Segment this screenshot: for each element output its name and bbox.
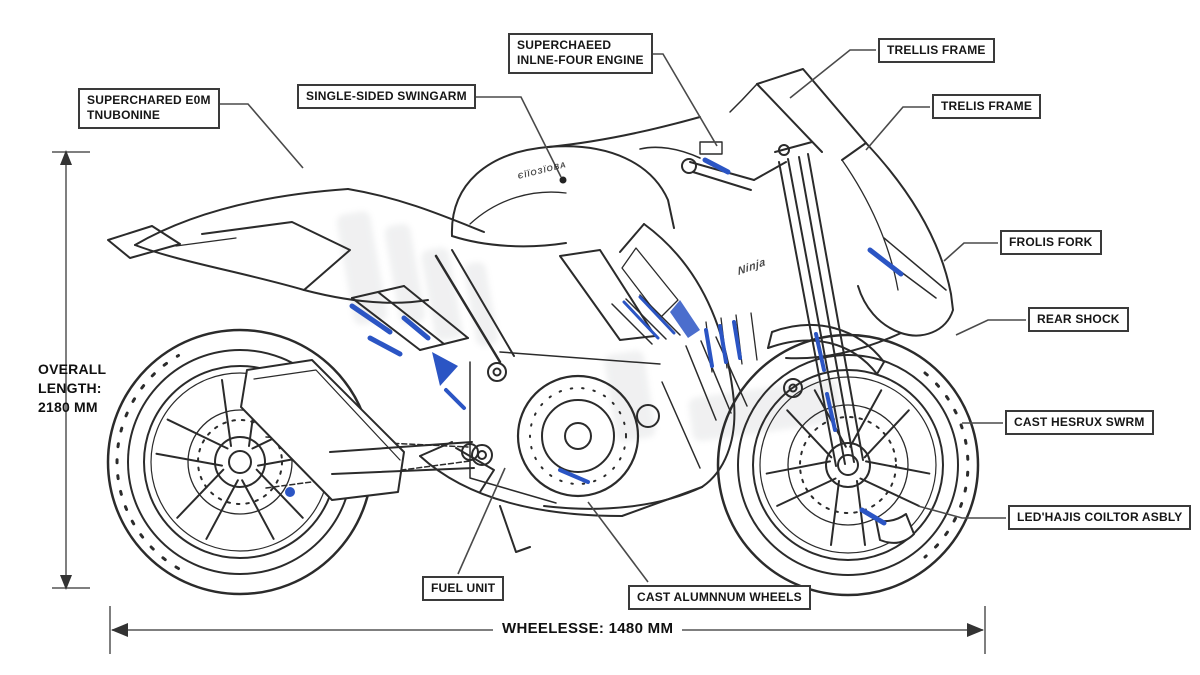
front-cowl [785, 142, 954, 360]
callout-trellis-frame-top: TRELLIS FRAME [878, 38, 995, 64]
leader-lines [203, 49, 1026, 583]
side-stand [455, 447, 531, 553]
dimension-lines [52, 150, 986, 654]
callout-fuel-unit: FUEL UNIT [422, 576, 505, 602]
tail-bodywork [107, 188, 485, 304]
windscreen [729, 68, 867, 161]
engine [469, 294, 758, 504]
rear-wheel [106, 328, 471, 596]
callout-line: SUPERCHARED E0M [87, 93, 211, 107]
dimension-text-line: LENGTH: [38, 379, 102, 396]
callout-line: TNUBONINE [87, 108, 161, 123]
callout-cast-swingarm: CAST HESRUX SWRM [1005, 410, 1154, 436]
callout-supercharger-left: SUPERCHARED E0M TNUBONINE [78, 88, 220, 129]
front-fork [767, 141, 885, 467]
wheelbase-dimension: WHEELESSE: 1480 MM [493, 620, 683, 637]
frame-trellis [351, 249, 803, 398]
callout-single-sided-swingarm: SINGLE-SIDED SWINGARM [297, 84, 476, 110]
callout-front-fork: FROLIS FORK [1000, 230, 1102, 256]
blue-accents [285, 157, 904, 526]
overall-length-dimension: OVERALL LENGTH: 2180 MM [38, 360, 106, 417]
callout-cast-wheels: CAST ALUMNNUM WHEELS [628, 585, 811, 611]
side-fairing [543, 223, 748, 510]
dimension-text-line: OVERALL [38, 361, 107, 377]
callout-line: SUPERCHAEED [517, 38, 612, 52]
callout-headlight-assembly: LED'HAJIS COILTOR ASBLY [1008, 505, 1192, 531]
fuel-tank [450, 116, 701, 248]
callout-line: INLNE-FOUR ENGINE [517, 53, 644, 68]
callout-rear-shock: REAR SHOCK [1028, 307, 1129, 333]
callout-trellis-frame-mid: TRELIS FRAME [932, 94, 1042, 120]
belly-pan [419, 441, 703, 517]
dimension-text-line: 2180 MM [38, 398, 98, 415]
front-wheel [716, 333, 980, 597]
exhaust [240, 359, 405, 501]
callout-supercharged-engine: SUPERCHAEED INLNE-FOUR ENGINE [508, 33, 653, 74]
